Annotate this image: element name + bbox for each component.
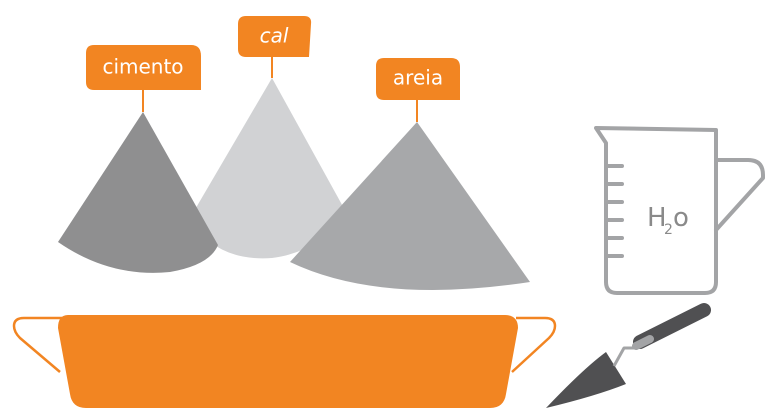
water-formula-o: o [673,203,689,233]
cal-label: cal [260,24,289,48]
mixing-tray-icon [14,315,555,408]
cimento-label: cimento [102,55,183,79]
water-formula-subscript: 2 [664,222,673,238]
cal-label-tag: cal [238,16,311,57]
areia-label-tag: areia [376,58,460,100]
cimento-label-tag: cimento [86,45,201,90]
trowel-icon [546,310,704,408]
areia-label: areia [393,66,443,90]
cimento-pile [58,112,218,273]
